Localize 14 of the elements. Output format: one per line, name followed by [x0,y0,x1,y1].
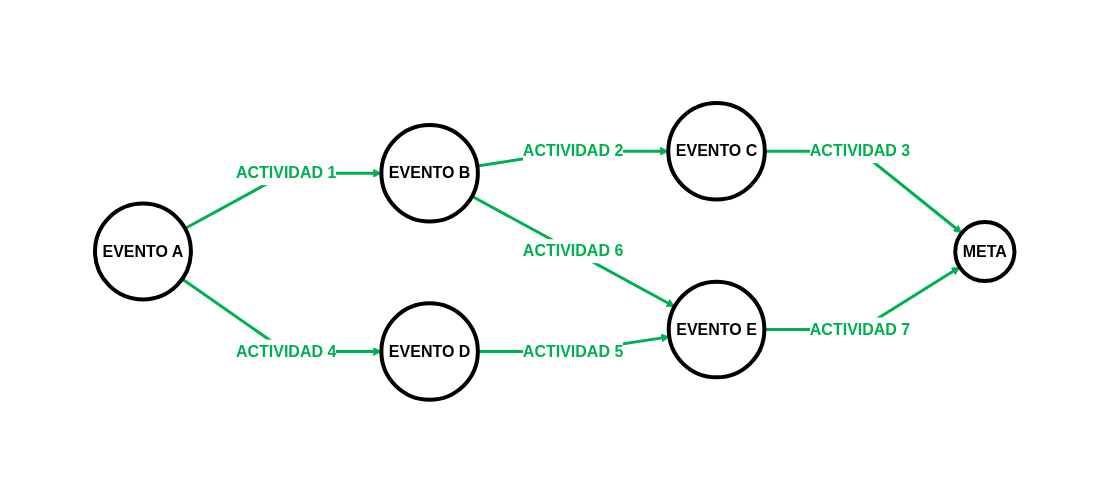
edge-label: ACTIVIDAD 7 [810,320,911,338]
node-circle: EVENTO E [667,279,767,380]
edge-label: ACTIVIDAD 1 [236,164,337,182]
node-circle: EVENTO D [379,301,481,402]
node-circle: META [953,220,1017,284]
edge-label: ACTIVIDAD 2 [523,142,624,160]
node-circle: EVENTO B [379,123,481,224]
node-circle: EVENTO A [93,201,194,302]
arrow [471,195,676,308]
node-circle: EVENTO C [666,101,768,202]
edge-label: ACTIVIDAD 4 [236,342,337,360]
edge-label: ACTIVIDAD 3 [810,142,911,160]
edge-label: ACTIVIDAD 6 [523,242,624,260]
edge-label: ACTIVIDAD 5 [523,342,624,360]
